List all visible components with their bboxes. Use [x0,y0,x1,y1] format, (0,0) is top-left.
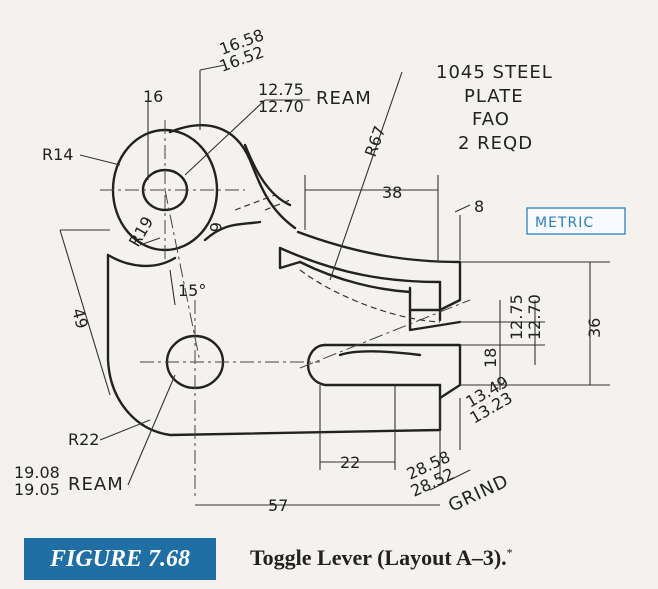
fork-upper-inner [298,260,412,294]
fork-upper-front-top [278,246,442,284]
metric-box [526,207,626,235]
dim-12-70-right: 12.70 [525,294,544,340]
dim-6: 6 [206,222,225,232]
dim-12-70-top: 12.70 [258,97,304,116]
stock-note: PLATE [464,86,524,107]
figure-caption: Toggle Lever (Layout A–3).* [250,545,513,571]
fork-upper-slot-top [408,286,442,312]
dim-r19: R19 [125,213,157,250]
arm-inner-edge [203,220,262,242]
dim-16: 16 [143,87,163,106]
dim-r22: R22 [68,430,99,449]
center-lines [100,120,471,500]
dim-15-deg: 15° [178,281,206,300]
footnote-mark: * [506,545,513,560]
body-top-left [106,253,177,268]
finish-note: FAO [472,109,510,130]
metric-label: METRIC [535,215,594,231]
figure-title: Toggle Lever (Layout A–3). [250,545,507,570]
fork-lower-inner [338,350,422,357]
dim-r14: R14 [42,145,73,164]
fork-upper-top [296,230,462,264]
dim-19-05: 19.05 [14,480,60,499]
arm-top-edge [168,124,297,230]
ream-bottom-note: REAM [68,474,124,495]
fork-lower-front [306,343,442,387]
body-front-lower [106,253,442,437]
toggle-lever-drawing: 1045 STEEL PLATE FAO 2 REQD METRIC 16 16… [14,25,626,517]
hidden-lines [234,194,441,323]
dim-12-75-right: 12.75 [507,294,526,340]
dim-57: 57 [268,496,288,515]
dim-18: 18 [481,348,500,368]
ream-top-note: REAM [316,88,372,109]
dim-8: 8 [474,197,484,216]
dimension-lines [59,64,610,506]
figure-label: FIGURE 7.68 [24,538,216,580]
quantity-note: 2 REQD [458,133,533,154]
dim-38: 38 [382,183,402,202]
title-block: 1045 STEEL PLATE FAO 2 REQD [436,62,553,154]
dim-22: 22 [340,453,360,472]
dim-12-75-top: 12.75 [258,80,304,99]
dim-49: 49 [68,306,92,331]
material-note: 1045 STEEL [436,62,553,83]
fork-upper-end [438,260,462,312]
slot-back [408,308,462,332]
fork-upper-root [278,246,302,270]
dim-19-08: 19.08 [14,463,60,482]
dim-r67: R67 [361,123,390,159]
fork-lower-top [323,343,462,400]
part-outline [106,124,462,437]
dim-36: 36 [585,318,604,338]
